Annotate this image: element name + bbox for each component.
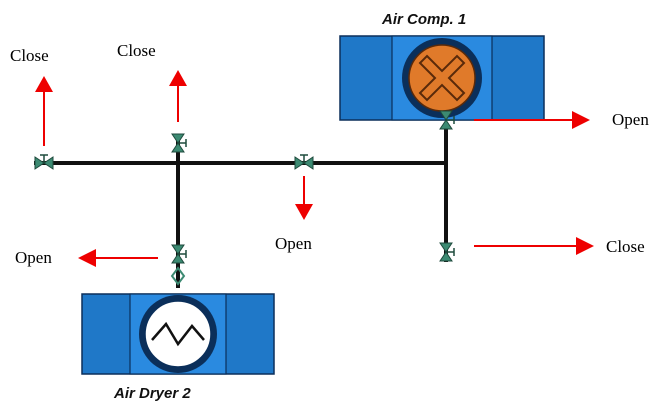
air-compressor-unit[interactable]: Air Comp. 1 (339, 11, 545, 121)
compressor-title: Air Comp. 1 (381, 11, 466, 28)
dryer-coupling-icon (170, 266, 186, 286)
dryer-core (144, 300, 212, 368)
heater-zigzag-icon (151, 321, 205, 347)
middle-header-valve-icon[interactable] (294, 154, 314, 170)
middle-header-valve-state: Open (275, 234, 312, 253)
air-dryer-unit[interactable]: Air Dryer 2 (81, 293, 275, 402)
dryer-inlet-valve-state: Open (15, 248, 52, 267)
dryer-inlet-valve-icon[interactable] (171, 244, 187, 264)
fan-cross-icon (418, 54, 466, 102)
middle-header-arrow (295, 176, 313, 220)
compressor-outlet-arrow (474, 111, 590, 129)
left-vent-valve-icon[interactable] (34, 154, 54, 170)
compressor-drain-valve-state: Close (606, 237, 645, 256)
upper-branch-valve-icon[interactable] (171, 133, 187, 153)
compressor-outlet-valve-state: Open (612, 110, 649, 129)
upper-branch-arrow (169, 70, 187, 122)
dryer-inlet-arrow (78, 249, 158, 267)
compressor-drain-arrow (474, 237, 594, 255)
dryer-title: Air Dryer 2 (113, 385, 191, 402)
left-vent-arrow (35, 76, 53, 146)
left-vent-valve-state: Close (10, 46, 49, 65)
compressor-drain-valve-icon[interactable] (439, 242, 455, 262)
upper-branch-valve-state: Close (117, 41, 156, 60)
